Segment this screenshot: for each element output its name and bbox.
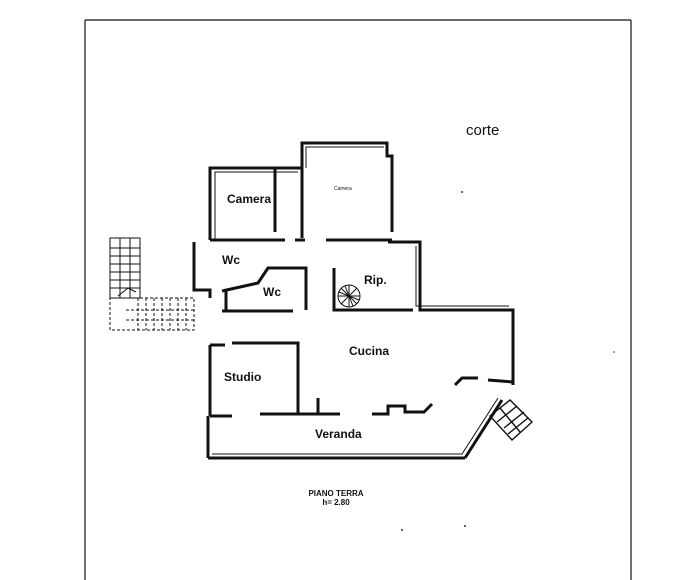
sheet-border [84,19,632,580]
label-ripostiglio: Rip. [364,273,387,287]
external-staircase-right [488,399,534,441]
caption-floor-name: PIANO TERRA [308,489,364,498]
stray-marks [401,191,615,531]
spiral-staircase [337,284,361,308]
interior-walls [210,168,514,418]
label-veranda: Veranda [315,427,362,441]
exterior-walls [192,141,515,460]
label-camera: Camera [227,192,272,206]
label-wc-right: Wc [263,285,281,299]
label-camera-small: Camera [334,186,352,192]
external-staircase-left [109,237,195,331]
label-studio: Studio [224,370,262,384]
label-cucina: Cucina [349,344,390,358]
caption-height: h= 2.80 [322,498,350,507]
label-corte: corte [466,122,500,139]
wall-outlines [212,146,509,455]
label-wc-left: Wc [222,253,240,267]
plan-caption: PIANO TERRA h= 2.80 [300,489,372,507]
